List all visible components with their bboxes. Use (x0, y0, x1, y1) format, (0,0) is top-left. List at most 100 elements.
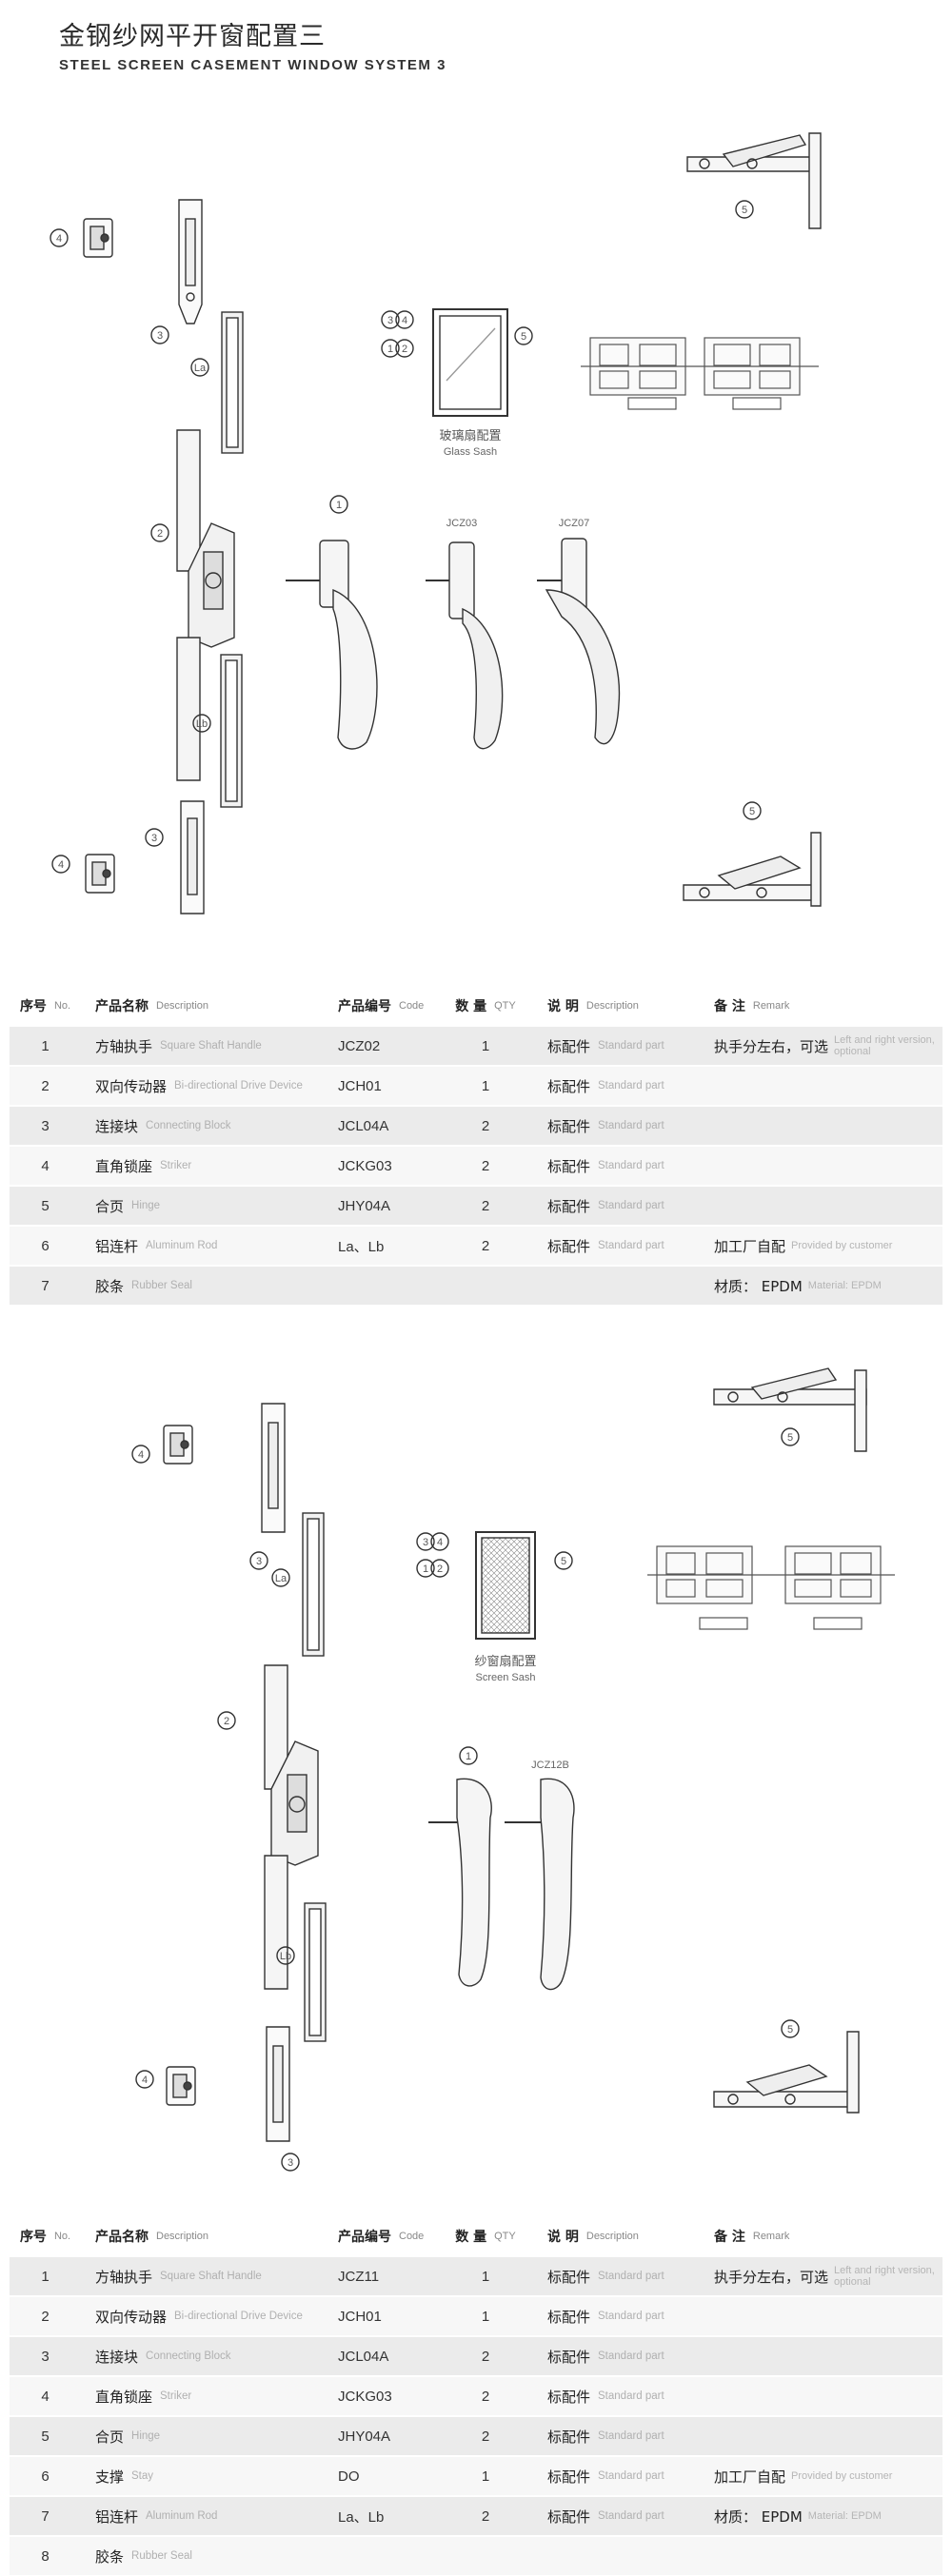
table-cell: 铝连杆 Aluminum Rod (95, 2497, 333, 2535)
table-cell: 2 (447, 1187, 524, 1225)
svg-text:Glass Sash: Glass Sash (444, 446, 497, 458)
hardware-illustration: 4 3 La 2 Lb 3 4 34 12 5 5 1 5 玻璃扇配置 Glas… (50, 132, 822, 914)
svg-text:JCZ03: JCZ03 (446, 518, 477, 529)
part-code: DO (338, 2468, 360, 2485)
handle-jcz03 (426, 541, 504, 750)
row-number: 6 (41, 1237, 50, 1254)
row-number: 6 (41, 2468, 50, 2485)
part-qty: 2 (481, 1197, 490, 1214)
part-code: JCKG03 (338, 2388, 392, 2405)
desc-en: Standard part (598, 1040, 664, 1052)
header-label-cn: 产品名称 (95, 999, 149, 1014)
table-cell: 1 (447, 2457, 524, 2495)
svg-text:3: 3 (157, 330, 163, 342)
table-cell: JCZ02 (338, 1027, 462, 1065)
part-name-en: Square Shaft Handle (160, 2271, 262, 2282)
part-name-cn: 铝连杆 (95, 2507, 139, 2526)
row-number: 4 (41, 2388, 50, 2405)
desc-en: Standard part (598, 2350, 664, 2362)
svg-text:5: 5 (787, 2024, 793, 2035)
part-code: JCL04A (338, 2348, 389, 2365)
part-qty: 1 (481, 1077, 490, 1094)
desc-cn: 标配件 (547, 1197, 591, 1215)
header-label-en: Remark (752, 1000, 790, 1012)
table-cell: 2 (447, 2337, 524, 2375)
table-cell: 4 (10, 2377, 81, 2415)
part-name-cn: 合页 (95, 1197, 125, 1215)
table-cell (714, 2417, 942, 2455)
svg-text:5: 5 (521, 331, 526, 343)
desc-en: Standard part (598, 2311, 664, 2322)
table-cell: 2 (447, 2377, 524, 2415)
remark-cn: 加工厂自配 (714, 2468, 786, 2486)
row-number: 7 (41, 1277, 50, 1294)
table-cell: JCH01 (338, 2297, 462, 2335)
part-name-en: Hinge (131, 2430, 161, 2442)
table-cell: 1 (10, 2257, 81, 2295)
header-label-en: Description (585, 2231, 639, 2242)
svg-text:4: 4 (58, 859, 64, 871)
table-cell: JCL04A (338, 2337, 462, 2375)
desc-cn: 标配件 (547, 2388, 591, 2406)
desc-en: Standard part (598, 1240, 664, 1251)
desc-cn: 标配件 (547, 2507, 591, 2526)
table-cell: JCZ11 (338, 2257, 462, 2295)
svg-text:3: 3 (151, 833, 157, 844)
handle-jcz07 (537, 538, 621, 745)
row-number: 2 (41, 1077, 50, 1094)
table-cell: 2 (10, 1067, 81, 1105)
part-code: La、Lb (338, 1238, 385, 1255)
svg-text:1: 1 (423, 1563, 428, 1575)
svg-text:Screen Sash: Screen Sash (476, 1672, 536, 1683)
table-cell: JCKG03 (338, 1147, 462, 1185)
svg-text:1: 1 (466, 1751, 471, 1762)
table-cell: 3 (10, 2337, 81, 2375)
desc-cn: 标配件 (547, 2428, 591, 2446)
part-name-en: Aluminum Rod (146, 1240, 218, 1251)
row-number: 4 (41, 1157, 50, 1174)
row-number: 3 (41, 1117, 50, 1134)
header-label-en: Description (156, 1000, 209, 1012)
desc-en: Standard part (598, 1160, 664, 1171)
svg-text:3: 3 (256, 1556, 262, 1567)
header-label-cn: 说 明 (547, 2230, 579, 2245)
remark-en: Material: EPDM (807, 1280, 882, 1291)
part-name-en: Aluminum Rod (146, 2510, 218, 2522)
drive-device (176, 429, 235, 781)
hardware-illustration-2: 4 3 La 2 Lb 3 4 34 12 5 5 1 5 纱窗扇配置 Scre… (131, 1367, 895, 2172)
table-cell (714, 1147, 942, 1185)
svg-text:4: 4 (142, 2075, 148, 2086)
remark-cn: 材质： EPDM (714, 2507, 803, 2526)
table-cell: La、Lb (338, 2497, 462, 2535)
svg-text:1: 1 (336, 500, 342, 511)
svg-text:2: 2 (224, 1716, 229, 1727)
desc-cn: 标配件 (547, 2268, 591, 2286)
table-cell (447, 1267, 524, 1305)
header-label-cn: 序号 (19, 999, 47, 1014)
header-label-cn: 数 量 (455, 2230, 487, 2245)
svg-text:4: 4 (402, 315, 407, 326)
part-name-cn: 直角锁座 (95, 2388, 153, 2406)
table-cell: 8 (10, 2537, 81, 2575)
